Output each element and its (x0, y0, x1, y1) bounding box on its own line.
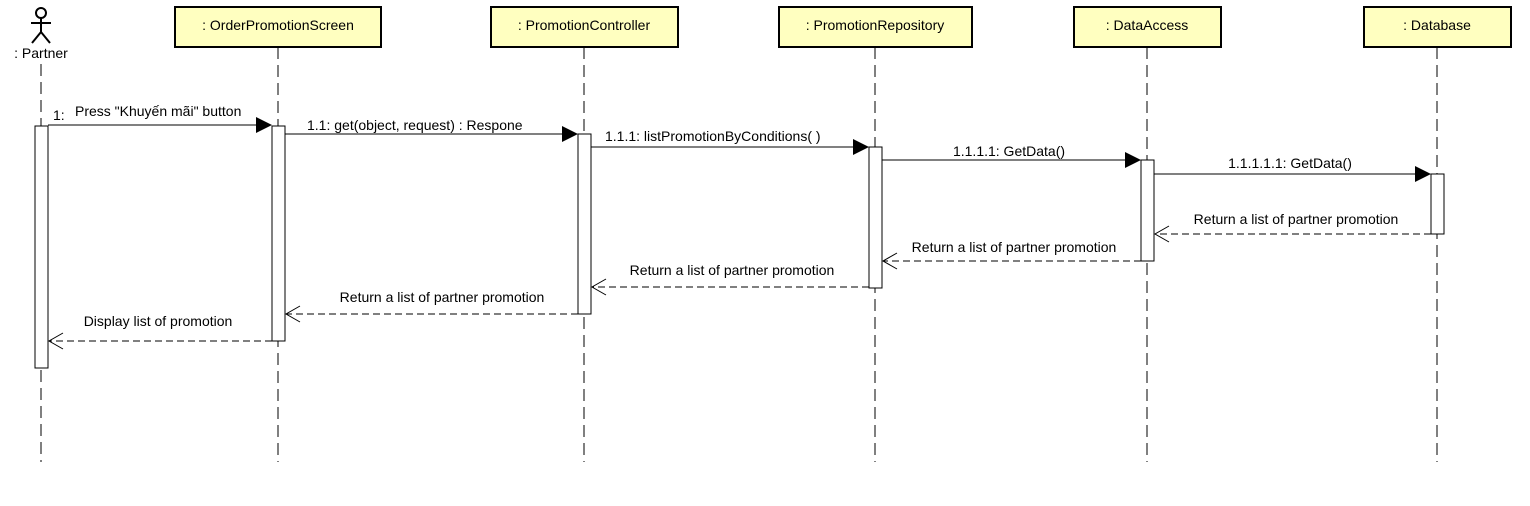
message-1-1-1-1: 1.1.1.1: GetData() (882, 143, 1141, 168)
message-label: 1.1.1: listPromotionByConditions( ) (605, 128, 821, 144)
message-label: 1.1: get(object, request) : Respone (307, 117, 523, 133)
return-screen-to-partner: Display list of promotion (47, 313, 272, 350)
return-label: Return a list of partner promotion (1194, 211, 1399, 227)
message-1: 1: Press "Khuyến mãi" button (48, 103, 272, 133)
activation-bar-controller (577, 133, 592, 315)
return-label: Return a list of partner promotion (630, 262, 835, 278)
filled-arrowhead-icon (256, 117, 272, 133)
filled-arrowhead-icon (562, 126, 578, 142)
lifeline-promotion-controller: : PromotionController (490, 6, 679, 462)
activation-bar-repository (868, 146, 883, 289)
message-number: 1: (53, 107, 65, 123)
lifeline-database: : Database (1363, 6, 1512, 462)
message-1-1-1: 1.1.1: listPromotionByConditions( ) (591, 128, 869, 155)
activation-bar-screen (271, 125, 286, 342)
return-controller-to-screen: Return a list of partner promotion (284, 289, 578, 323)
lifeline-head-box (1073, 6, 1222, 48)
filled-arrowhead-icon (1415, 166, 1431, 182)
open-arrowhead-icon (284, 305, 301, 323)
activation-bar-partner (34, 125, 49, 369)
open-arrowhead-icon (1153, 225, 1170, 243)
message-1-1: 1.1: get(object, request) : Respone (285, 117, 578, 142)
lifeline-order-promotion-screen: : OrderPromotionScreen (174, 6, 382, 462)
message-label: 1.1.1.1: GetData() (953, 143, 1065, 159)
open-arrowhead-icon (47, 332, 64, 350)
return-label: Return a list of partner promotion (912, 239, 1117, 255)
lifeline-promotion-repository: : PromotionRepository (778, 6, 973, 462)
activation-bar-database (1430, 173, 1445, 235)
lifeline-label: : PromotionRepository (806, 17, 945, 33)
actor-label: : Partner (14, 45, 68, 61)
open-arrowhead-icon (881, 252, 898, 270)
return-label: Display list of promotion (84, 313, 233, 329)
lifeline-head-box (174, 6, 382, 48)
return-data-access-to-repository: Return a list of partner promotion (881, 239, 1141, 270)
return-label: Return a list of partner promotion (340, 289, 545, 305)
lifeline-label: : OrderPromotionScreen (202, 17, 354, 33)
lifeline-label: : Database (1403, 17, 1471, 33)
actor-stick-figure-icon (31, 7, 51, 44)
activation-bar-data-access (1140, 159, 1155, 262)
message-label: Press "Khuyến mãi" button (75, 103, 241, 119)
return-repository-to-controller: Return a list of partner promotion (590, 262, 869, 296)
lifeline-label: : PromotionController (518, 17, 651, 33)
message-label: 1.1.1.1.1: GetData() (1228, 155, 1352, 171)
filled-arrowhead-icon (1125, 152, 1141, 168)
open-arrowhead-icon (590, 278, 607, 296)
filled-arrowhead-icon (853, 139, 869, 155)
lifeline-label: : DataAccess (1106, 17, 1188, 33)
actor-partner: : Partner (14, 7, 68, 61)
return-database-to-data-access: Return a list of partner promotion (1153, 211, 1431, 243)
message-1-1-1-1-1: 1.1.1.1.1: GetData() (1154, 155, 1431, 182)
